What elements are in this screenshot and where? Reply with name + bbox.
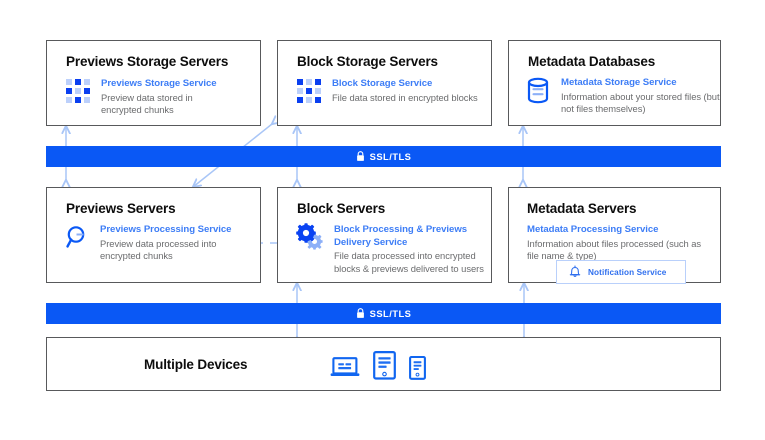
ssl-tls-label: SSL/TLS	[369, 308, 412, 319]
service-description: Preview data stored in encrypted chunks	[101, 91, 193, 116]
node-metadata-databases[interactable]: Metadata Databases Metadata Storage Serv…	[508, 40, 721, 126]
node-title: Previews Storage Servers	[66, 54, 229, 69]
node-block-storage-servers[interactable]: Block Storage Servers Block Storage Serv…	[277, 40, 492, 126]
service-description: Preview data processed into encrypted ch…	[100, 237, 217, 262]
node-previews-storage-servers[interactable]: Previews Storage Servers Previews Storag…	[46, 40, 261, 126]
node-previews-servers[interactable]: Previews Servers Previews Processing Ser…	[46, 187, 261, 283]
notification-service-badge[interactable]: Notification Service	[556, 260, 686, 284]
service-description: Information about your stored files (but…	[561, 90, 720, 115]
laptop-icon	[330, 354, 360, 385]
node-block-servers[interactable]: Block Servers	[277, 187, 492, 283]
phone-icon	[409, 355, 426, 385]
node-title: Previews Servers	[66, 201, 176, 216]
dot-grid-icon	[66, 78, 92, 104]
ssl-tls-label: SSL/TLS	[369, 151, 412, 162]
lock-icon	[356, 308, 364, 318]
service-name: Previews Processing Service	[100, 224, 232, 235]
service-name: Previews Storage Service	[101, 78, 217, 89]
lock-icon	[356, 151, 364, 161]
node-title: Block Storage Servers	[297, 54, 438, 69]
service-name: Metadata Storage Service	[561, 77, 677, 88]
bell-icon	[569, 265, 581, 279]
service-name: Metadata Processing Service	[527, 224, 659, 235]
dot-grid-icon	[297, 78, 323, 104]
devices-title: Multiple Devices	[144, 357, 248, 372]
magnifier-icon	[65, 224, 91, 250]
ssl-tls-band-lower: SSL/TLS	[46, 303, 721, 324]
node-title: Metadata Databases	[528, 54, 656, 69]
device-icon-group	[330, 351, 426, 385]
service-description: Information about files processed (such …	[527, 237, 702, 262]
service-description: File data stored in encrypted blocks	[332, 91, 478, 103]
node-title: Metadata Servers	[527, 201, 637, 216]
notification-service-label: Notification Service	[588, 267, 667, 277]
node-title: Block Servers	[297, 201, 386, 216]
ssl-tls-band-upper: SSL/TLS	[46, 146, 721, 167]
service-name: Block Processing & Previews Delivery Ser…	[334, 224, 468, 248]
service-description: File data processed into encrypted block…	[334, 250, 484, 274]
database-icon	[526, 77, 552, 104]
node-multiple-devices[interactable]: Multiple Devices	[46, 337, 721, 391]
service-name: Block Storage Service	[332, 78, 433, 89]
gears-icon	[295, 222, 325, 252]
tablet-icon	[373, 351, 396, 385]
